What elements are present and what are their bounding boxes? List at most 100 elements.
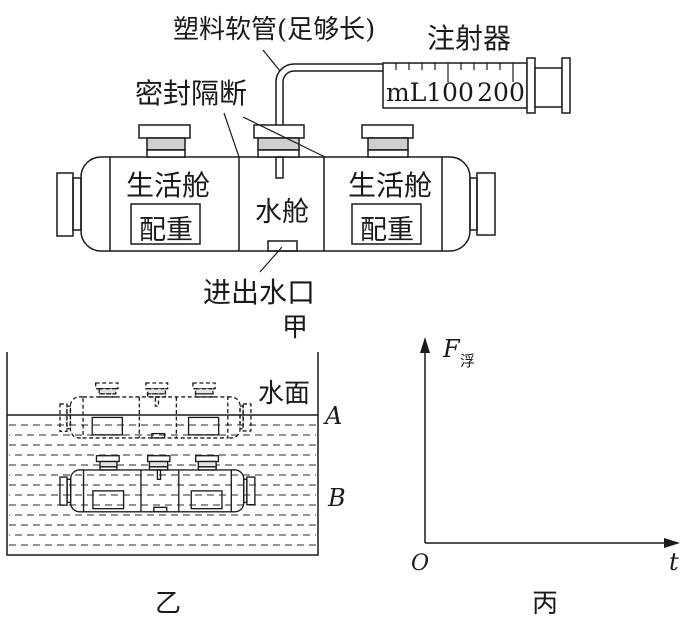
submarine-positions (59, 382, 256, 513)
hatch-seal-band (257, 137, 300, 151)
ballast-box-left (91, 416, 123, 436)
syringe: mL 100 200 (382, 57, 571, 114)
hatch-cap (146, 455, 171, 463)
hatch-seal-band (148, 460, 169, 468)
plastic-tube-outer-wall (275, 63, 383, 125)
figure-yi: 水面 A B 乙 (6, 352, 346, 619)
submarine-at-position-a (59, 382, 252, 439)
syringe-barrel (382, 62, 528, 109)
syringe-unit-label: mL (386, 78, 426, 107)
hatch-seal-band (146, 137, 186, 151)
hatch-cap (192, 382, 216, 390)
hatch-neck (194, 393, 214, 398)
right-end-nub (476, 172, 496, 236)
syringe-scale-label-200: 200 (477, 78, 525, 107)
x-axis-arrowhead (664, 538, 680, 548)
right-end-nub (242, 403, 252, 432)
right-end-cap (442, 156, 471, 252)
hatch-neck (367, 149, 409, 158)
hatch-middle (253, 124, 305, 158)
tube-stub-inside-water-tank (156, 469, 162, 480)
syringe-plunger-cap (561, 57, 571, 114)
water-tank-label: 水舱 (255, 197, 309, 228)
ballast-box-left (130, 203, 201, 245)
right-end-nub (246, 476, 256, 506)
hatch-cap (95, 382, 119, 390)
seal-partition-label: 密封隔断 (135, 77, 247, 110)
left-end-nub (59, 476, 68, 506)
ballast-right-label: 配重 (360, 215, 414, 246)
hatch-seal-band (99, 460, 118, 468)
hatch-cap (253, 124, 305, 139)
hatch-seal-band (197, 460, 217, 468)
ballast-box-left (92, 490, 125, 510)
water-body (9, 424, 316, 546)
living-cabin-left-label: 生活舱 (126, 169, 210, 202)
position-a-label: A (323, 402, 342, 430)
syringe-label: 注射器 (427, 22, 511, 55)
left-end-nub (56, 172, 74, 237)
water-container (6, 352, 319, 556)
y-axis-subscript: 浮 (460, 352, 475, 370)
hatch-left (95, 382, 119, 398)
tube-stub-inside-water-tank (154, 396, 160, 407)
hatch-neck (197, 466, 217, 471)
water-inlet (267, 240, 298, 252)
inlet-leader-line (259, 246, 283, 273)
hatch-seal-band (98, 388, 117, 395)
figure-jia: mL 100 200 (56, 15, 571, 343)
figure-bing-caption: 丙 (532, 589, 558, 619)
y-axis-label: F (442, 335, 461, 363)
hatch-left (138, 124, 191, 158)
syringe-scale-label-100: 100 (426, 78, 474, 107)
right-end-connector (469, 177, 478, 231)
origin-label: O (411, 551, 429, 576)
seal-leader-line-right (242, 116, 326, 158)
hatch-neck (257, 149, 300, 158)
hatch-neck (146, 149, 186, 158)
hatch-cap (138, 124, 191, 139)
submarine-at-position-b (59, 455, 256, 513)
water-inlet (153, 506, 168, 513)
ballast-box-right (190, 490, 223, 510)
hatch-right (192, 382, 216, 398)
tube-label: 塑料软管(足够长) (173, 15, 375, 45)
hatch-cap (361, 124, 414, 139)
left-end-connector (72, 177, 82, 231)
ballast-box-right (351, 203, 422, 245)
tube-stub-inside-water-tank (275, 156, 284, 179)
water-surface-label: 水面 (258, 379, 310, 409)
hatch-cap (95, 455, 120, 463)
right-end-connector (239, 405, 244, 430)
syringe-plunger-flange (526, 57, 536, 114)
y-axis-arrowhead (420, 337, 430, 353)
figure-jia-caption: 甲 (282, 313, 308, 343)
living-cabin-right-label: 生活舱 (348, 169, 432, 202)
hatch-seal-band (194, 388, 214, 395)
ballast-left-label: 配重 (139, 215, 193, 246)
position-b-label: B (327, 484, 346, 512)
figure-yi-caption: 乙 (155, 589, 181, 619)
tube-leader-line (262, 49, 281, 72)
hatch-seal-band (146, 388, 167, 395)
left-end-cap (80, 156, 110, 252)
hatch-seal-band (367, 137, 409, 151)
inlet-label: 进出水口 (203, 276, 315, 309)
hatch-cap (195, 455, 220, 463)
hatch-cap (145, 382, 169, 390)
syringe-scale-ticks (395, 63, 514, 82)
hatch-left (95, 455, 120, 471)
left-end-cap (69, 396, 84, 439)
x-axis-label: t (669, 548, 679, 576)
hatch-right (195, 455, 220, 471)
hatch-neck (98, 393, 117, 398)
figure-bing: F 浮 O t 丙 (411, 335, 680, 619)
hatch-neck (99, 466, 118, 471)
seal-leader-line-left (223, 112, 240, 158)
hatch-middle (145, 382, 169, 398)
left-end-nub (59, 403, 68, 433)
plastic-tube-inner-wall (282, 70, 383, 125)
syringe-plunger-rod (534, 67, 563, 108)
hatch-right (361, 124, 414, 158)
ballast-box-right (187, 416, 220, 436)
